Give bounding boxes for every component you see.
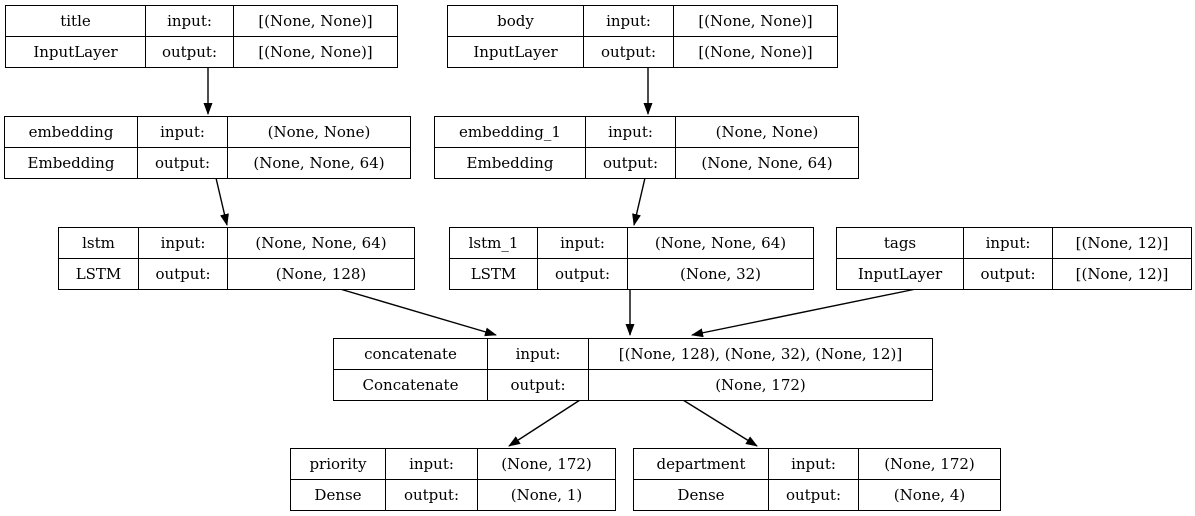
edge-embedding_1-lstm_1: [632, 177, 646, 226]
input-shape: (None, 172): [477, 448, 616, 480]
input-label: input:: [138, 227, 228, 259]
output-label: output:: [963, 258, 1053, 290]
output-shape: [(None, None)]: [673, 36, 838, 68]
layer-node-embedding-1: embedding_1 input: (None, None) Embeddin…: [434, 116, 859, 179]
layer-type: LSTM: [449, 258, 538, 290]
output-shape: (None, None, 64): [675, 147, 859, 179]
input-label: input:: [385, 448, 478, 480]
input-label: input:: [145, 5, 234, 37]
layer-node-priority: priority input: (None, 172) Dense output…: [290, 448, 616, 511]
layer-type: InputLayer: [5, 36, 146, 68]
input-shape: (None, None): [675, 116, 859, 148]
edge-lstm-concatenate: [339, 288, 497, 337]
output-shape: (None, 4): [858, 479, 1001, 511]
layer-name: embedding: [4, 116, 138, 148]
layer-name: embedding_1: [434, 116, 586, 148]
layer-node-tags: tags input: [(None, 12)] InputLayer outp…: [836, 227, 1192, 290]
layer-name: body: [447, 5, 584, 37]
layer-name: title: [5, 5, 146, 37]
layer-node-lstm-1: lstm_1 input: (None, None, 64) LSTM outp…: [449, 227, 814, 290]
output-shape: [(None, None)]: [233, 36, 398, 68]
edge-concatenate-department: [682, 399, 758, 447]
layer-type: InputLayer: [836, 258, 964, 290]
input-label: input:: [585, 116, 676, 148]
output-shape: (None, 32): [627, 258, 814, 290]
layer-name: tags: [836, 227, 964, 259]
input-shape: [(None, None)]: [233, 5, 398, 37]
input-shape: (None, None): [227, 116, 411, 148]
output-shape: (None, 172): [588, 369, 933, 401]
layer-node-department: department input: (None, 172) Dense outp…: [633, 448, 1001, 511]
output-shape: [(None, 12)]: [1052, 258, 1192, 290]
output-label: output:: [768, 479, 859, 511]
layer-name: department: [633, 448, 769, 480]
layer-name: lstm_1: [449, 227, 538, 259]
output-label: output:: [385, 479, 478, 511]
input-shape: [(None, None)]: [673, 5, 838, 37]
input-shape: (None, None, 64): [227, 227, 415, 259]
output-label: output:: [145, 36, 234, 68]
layer-type: Concatenate: [333, 369, 488, 401]
output-shape: (None, None, 64): [227, 147, 411, 179]
input-shape: (None, 172): [858, 448, 1001, 480]
layer-name: priority: [290, 448, 386, 480]
output-shape: (None, 128): [227, 258, 415, 290]
edge-concatenate-priority: [508, 399, 581, 447]
layer-node-title: title input: [(None, None)] InputLayer o…: [5, 5, 398, 68]
input-label: input:: [583, 5, 674, 37]
output-label: output:: [138, 258, 228, 290]
output-label: output:: [585, 147, 676, 179]
input-shape: (None, None, 64): [627, 227, 814, 259]
layer-type: Dense: [290, 479, 386, 511]
layer-node-body: body input: [(None, None)] InputLayer ou…: [447, 5, 838, 68]
output-shape: (None, 1): [477, 479, 616, 511]
layer-type: Dense: [633, 479, 769, 511]
layer-name: concatenate: [333, 338, 488, 370]
layer-node-concatenate: concatenate input: [(None, 128), (None, …: [333, 338, 933, 401]
layer-type: LSTM: [58, 258, 139, 290]
layer-name: lstm: [58, 227, 139, 259]
edge-tags-concatenate: [691, 288, 917, 338]
input-shape: [(None, 12)]: [1052, 227, 1192, 259]
layer-type: Embedding: [4, 147, 138, 179]
input-label: input:: [487, 338, 589, 370]
layer-type: Embedding: [434, 147, 586, 179]
input-shape: [(None, 128), (None, 32), (None, 12)]: [588, 338, 933, 370]
layer-node-lstm: lstm input: (None, None, 64) LSTM output…: [58, 227, 415, 290]
output-label: output:: [487, 369, 589, 401]
input-label: input:: [963, 227, 1053, 259]
layer-node-embedding: embedding input: (None, None) Embedding …: [4, 116, 411, 179]
layer-type: InputLayer: [447, 36, 584, 68]
output-label: output:: [137, 147, 228, 179]
input-label: input:: [137, 116, 228, 148]
edge-embedding-lstm: [215, 177, 229, 226]
output-label: output:: [583, 36, 674, 68]
input-label: input:: [537, 227, 628, 259]
output-label: output:: [537, 258, 628, 290]
input-label: input:: [768, 448, 859, 480]
